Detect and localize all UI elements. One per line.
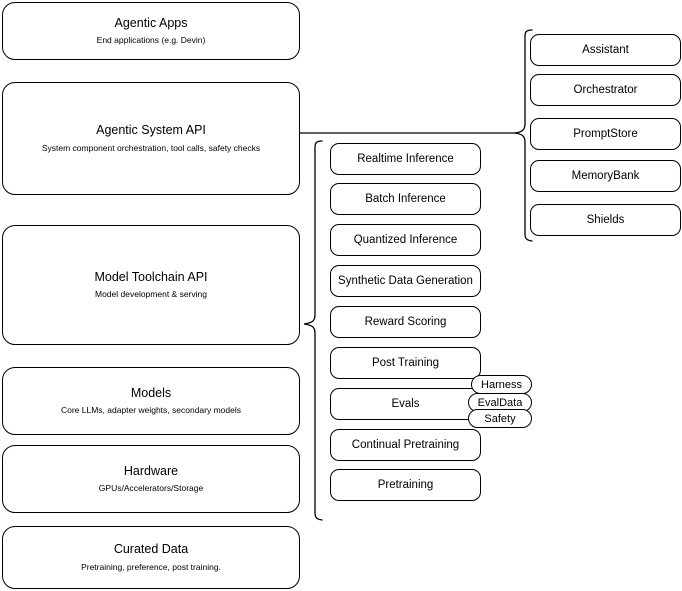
capability-reward-scoring[interactable]: Reward Scoring <box>330 306 481 338</box>
capability-label: Realtime Inference <box>357 153 454 165</box>
capability-evals[interactable]: Evals <box>330 388 481 420</box>
system-api-connector-line <box>300 132 518 134</box>
eval-pill-safety[interactable]: Safety <box>468 409 532 428</box>
stack-block-subtitle: Core LLMs, adapter weights, secondary mo… <box>60 405 241 416</box>
stack-block-model-toolchain-api[interactable]: Model Toolchain API Model development & … <box>2 225 300 345</box>
stack-block-agentic-system-api[interactable]: Agentic System API System component orch… <box>2 82 300 195</box>
capability-realtime-inference[interactable]: Realtime Inference <box>330 143 481 175</box>
capability-label: Synthetic Data Generation <box>338 275 473 287</box>
system-component-orchestrator[interactable]: Orchestrator <box>530 74 681 106</box>
capability-label: Quantized Inference <box>353 234 458 246</box>
system-component-shields[interactable]: Shields <box>530 204 681 236</box>
stack-block-models[interactable]: Models Core LLMs, adapter weights, secon… <box>2 367 300 435</box>
eval-pill-label: EvalData <box>477 396 523 409</box>
eval-pill-label: Harness <box>481 378 522 391</box>
system-component-label: Shields <box>586 214 625 226</box>
capability-synthetic-data-generation[interactable]: Synthetic Data Generation <box>330 265 481 297</box>
capability-label: Reward Scoring <box>364 316 447 328</box>
toolchain-capabilities-brace <box>303 140 323 521</box>
stack-block-agentic-apps[interactable]: Agentic Apps End applications (e.g. Devi… <box>2 2 300 60</box>
capability-quantized-inference[interactable]: Quantized Inference <box>330 224 481 256</box>
system-component-label: Assistant <box>582 44 629 56</box>
system-component-memorybank[interactable]: MemoryBank <box>530 160 681 192</box>
system-component-label: PromptStore <box>573 128 638 140</box>
capability-label: Pretraining <box>377 479 434 491</box>
eval-pill-label: Safety <box>484 412 516 425</box>
capability-label: Batch Inference <box>365 193 446 205</box>
stack-block-subtitle: End applications (e.g. Devin) <box>96 35 206 46</box>
eval-pill-harness[interactable]: Harness <box>471 375 532 394</box>
system-component-label: MemoryBank <box>571 170 640 182</box>
capability-label: Evals <box>391 398 420 410</box>
capability-continual-pretraining[interactable]: Continual Pretraining <box>330 429 481 461</box>
stack-block-title: Hardware <box>123 463 179 478</box>
eval-pill-evaldata[interactable]: EvalData <box>468 393 532 412</box>
capability-post-training[interactable]: Post Training <box>330 347 481 379</box>
stack-block-title: Curated Data <box>113 542 189 557</box>
stack-block-title: Agentic System API <box>96 123 206 138</box>
capability-batch-inference[interactable]: Batch Inference <box>330 183 481 215</box>
stack-block-subtitle: Model development & serving <box>95 289 207 300</box>
capability-label: Continual Pretraining <box>351 439 460 451</box>
system-component-assistant[interactable]: Assistant <box>530 34 681 66</box>
stack-block-curated-data[interactable]: Curated Data Pretraining, preference, po… <box>2 526 300 589</box>
stack-block-hardware[interactable]: Hardware GPUs/Accelerators/Storage <box>2 445 300 513</box>
stack-block-title: Models <box>130 385 172 400</box>
stack-block-title: Model Toolchain API <box>94 269 208 284</box>
stack-block-subtitle: System component orchestration, tool cal… <box>41 142 261 153</box>
system-component-label: Orchestrator <box>573 84 638 96</box>
system-component-promptstore[interactable]: PromptStore <box>530 118 681 150</box>
stack-block-subtitle: GPUs/Accelerators/Storage <box>98 483 204 494</box>
stack-block-title: Agentic Apps <box>114 15 188 30</box>
capability-label: Post Training <box>371 357 440 369</box>
stack-block-subtitle: Pretraining, preference, post training. <box>81 561 221 572</box>
capability-pretraining[interactable]: Pretraining <box>330 469 481 501</box>
